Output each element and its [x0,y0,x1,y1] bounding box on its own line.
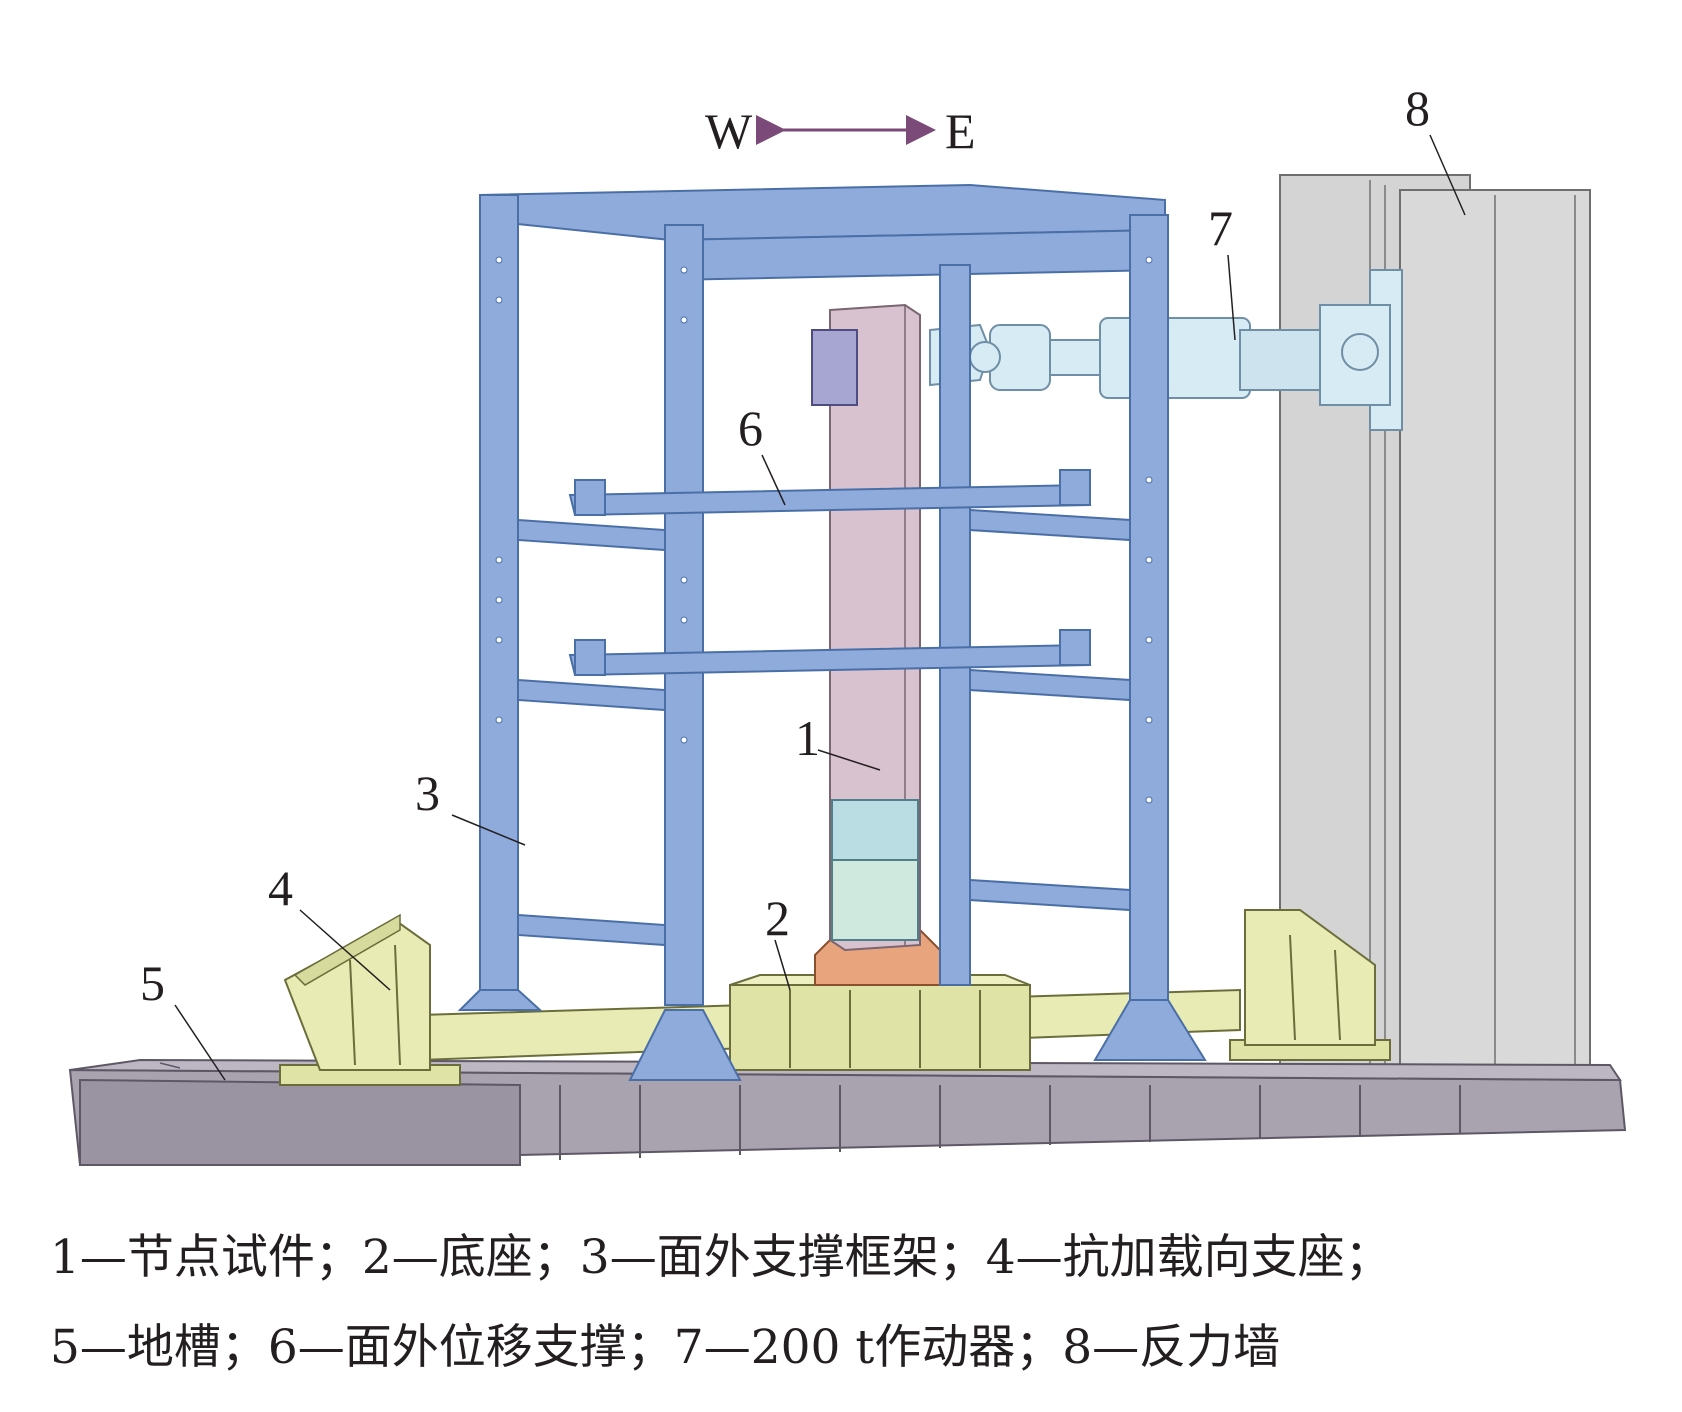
direction-indicator: W E [705,103,976,159]
label-lateral-brace: 6 [738,400,763,456]
leader-7 [1227,254,1236,341]
label-floor-trench: 5 [140,955,165,1011]
base [729,929,1031,1071]
caption-line-2: 5—地槽；6—面外位移支撑；7—200 t作动器；8—反力墙 [50,1320,1281,1375]
lateral-brace [568,469,1092,677]
leader-8 [1429,134,1466,216]
caption-line-1: 1—节点试件；2—底座；3—面外支撑框架；4—抗加载向支座； [50,1230,1392,1285]
west-label: W [705,103,753,159]
label-reaction-wall: 8 [1405,80,1430,136]
number-labels: 1 2 3 4 5 6 7 8 [140,80,1430,1011]
label-reaction-support: 4 [268,860,293,916]
reaction-support-west [283,913,431,1071]
leader-3 [451,814,526,846]
leader-4 [299,909,391,991]
leader-2 [774,939,791,991]
leader-lines [174,134,1466,1081]
label-specimen: 1 [795,710,820,766]
reaction-support-east [1244,909,1376,1046]
label-support-frame: 3 [415,765,440,821]
leader-5 [174,1004,226,1081]
label-actuator: 7 [1208,200,1233,256]
leader-1 [817,749,881,771]
label-base: 2 [765,890,790,946]
specimen-column [811,303,921,952]
leader-6 [761,454,786,506]
support-frame [457,183,1207,1081]
east-label: E [945,103,976,159]
